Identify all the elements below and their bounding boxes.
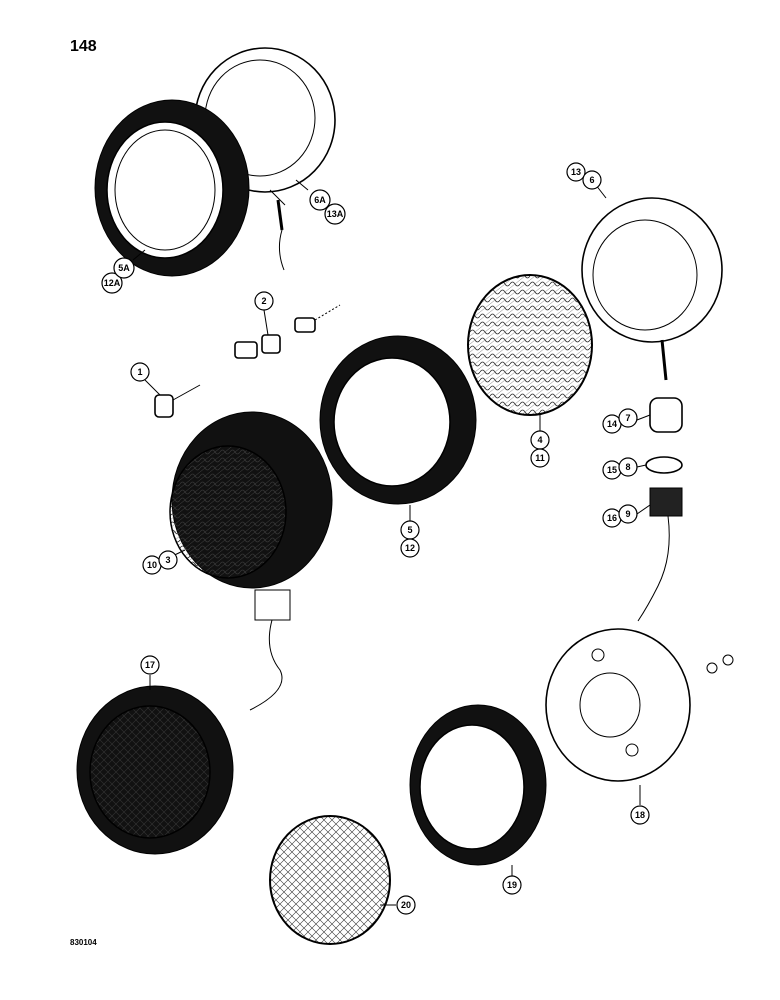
bezel-ring-top-left xyxy=(94,99,250,277)
callout-11-label: 11 xyxy=(535,453,545,463)
callout-8: 8 xyxy=(618,457,638,477)
callout-6a-label: 6A xyxy=(314,195,326,205)
callout-13a-label: 13A xyxy=(327,209,344,219)
callout-8-label: 8 xyxy=(625,462,630,472)
spacer-part xyxy=(649,397,683,433)
callout-19-label: 19 xyxy=(507,880,517,890)
lamp-assembly-center-left xyxy=(169,411,333,711)
callout-2: 2 xyxy=(254,291,274,311)
callout-14-label: 14 xyxy=(607,419,617,429)
callout-15: 15 xyxy=(602,460,622,480)
callout-5a: 5A xyxy=(113,257,135,279)
callout-11: 11 xyxy=(530,448,550,468)
retaining-ring-center xyxy=(319,335,477,505)
callout-12a-label: 12A xyxy=(104,278,121,288)
callout-7-label: 7 xyxy=(625,413,630,423)
sealed-beam-lens-right xyxy=(467,274,593,416)
lamp-assembly-lower-left xyxy=(76,685,234,855)
callout-6a: 6A xyxy=(309,189,331,211)
socket-part xyxy=(234,304,341,359)
callout-20-label: 20 xyxy=(401,900,411,910)
callout-9-label: 9 xyxy=(625,509,630,519)
bulb-part xyxy=(154,384,201,418)
callout-10: 10 xyxy=(142,555,162,575)
callout-1: 1 xyxy=(130,362,150,382)
callout-16-label: 16 xyxy=(607,513,617,523)
callout-12: 12 xyxy=(400,538,420,558)
callout-17-label: 17 xyxy=(145,660,155,670)
callout-18: 18 xyxy=(630,805,650,825)
callout-9: 9 xyxy=(618,504,638,524)
callout-4-label: 4 xyxy=(537,435,542,445)
callout-2-label: 2 xyxy=(261,296,266,306)
callout-6-label: 6 xyxy=(589,175,594,185)
washer-part xyxy=(645,456,683,474)
callout-14: 14 xyxy=(602,414,622,434)
callout-3: 3 xyxy=(158,550,178,570)
callout-1-label: 1 xyxy=(137,367,142,377)
housing-cup-lower-right xyxy=(545,628,734,782)
callout-19: 19 xyxy=(502,875,522,895)
bezel-ring-lower xyxy=(409,704,547,866)
lens-lower-center xyxy=(269,815,391,945)
callout-13: 13 xyxy=(566,162,586,182)
callout-13a: 13A xyxy=(324,203,346,225)
lamp-housing-right xyxy=(581,197,723,381)
callout-3-label: 3 xyxy=(165,555,170,565)
callout-18-label: 18 xyxy=(635,810,645,820)
callout-12a: 12A xyxy=(101,272,123,294)
callout-5-label: 5 xyxy=(407,525,412,535)
page-number: 148 xyxy=(70,38,97,55)
callout-5a-label: 5A xyxy=(118,263,130,273)
callout-16: 16 xyxy=(602,508,622,528)
callout-17: 17 xyxy=(140,655,160,675)
figure-code: 830104 xyxy=(70,938,97,947)
nut-part xyxy=(637,487,683,622)
callout-6: 6 xyxy=(582,170,602,190)
callout-4: 4 xyxy=(530,430,550,450)
callout-15-label: 15 xyxy=(607,465,617,475)
callout-12-label: 12 xyxy=(405,543,415,553)
callout-10-label: 10 xyxy=(147,560,157,570)
callout-20: 20 xyxy=(396,895,416,915)
callout-13-label: 13 xyxy=(571,167,581,177)
callout-5: 5 xyxy=(400,520,420,540)
callout-7: 7 xyxy=(618,408,638,428)
